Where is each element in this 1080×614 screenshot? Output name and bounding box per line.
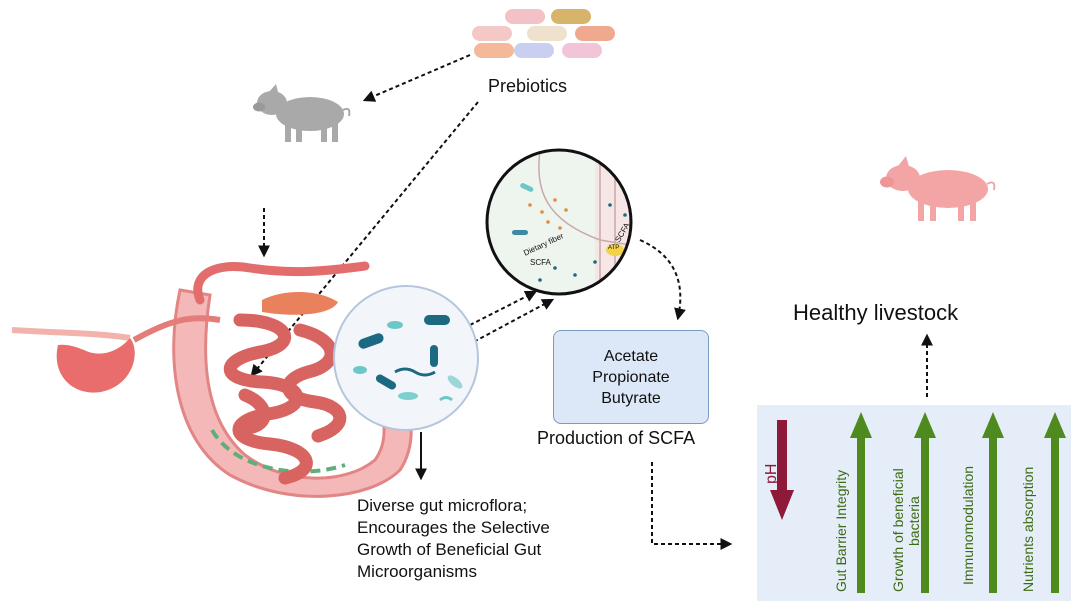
- scfa-acetate: Acetate: [603, 347, 659, 365]
- microflora-line: Microorganisms: [357, 562, 477, 581]
- flow-arrows: [250, 54, 933, 550]
- pig-icon: [880, 156, 996, 221]
- benefit-growth-line2: bacteria: [906, 496, 922, 546]
- bacteria-icon: [333, 285, 479, 431]
- microflora-text: Diverse gut microflora; Encourages the S…: [357, 495, 657, 583]
- benefit-growth-line1: Growth of beneficial: [890, 468, 906, 592]
- zoom-scfa-left-label: SCFA: [530, 258, 551, 267]
- zoom-atp-label: ATP: [608, 245, 620, 251]
- microflora-line: Diverse gut microflora;: [357, 496, 528, 515]
- pill-icon: [472, 9, 615, 58]
- intestine-icon: [11, 261, 413, 498]
- scfa-box: Acetate Propionate Butyrate: [553, 330, 709, 424]
- healthy-livestock-label: Healthy livestock: [793, 300, 959, 325]
- benefit-nutrients-absorption: Nutrients absorption: [1020, 466, 1036, 592]
- scfa-propionate: Propionate: [592, 368, 670, 386]
- prebiotics-label: Prebiotics: [488, 76, 568, 96]
- ph-arrow: [770, 420, 794, 520]
- benefit-arrows: [850, 412, 1066, 593]
- scfa-butyrate: Butyrate: [601, 389, 661, 407]
- benefit-immunomodulation: Immunomodulation: [960, 465, 976, 585]
- zoom-lens-icon: [485, 148, 633, 296]
- benefit-gut-barrier: Gut Barrier Integrity: [833, 469, 849, 592]
- pig-icon: [253, 84, 351, 142]
- production-label: Production of SCFA: [537, 428, 696, 448]
- ph-label: pH: [763, 463, 780, 484]
- microflora-line: Growth of Beneficial Gut: [357, 540, 542, 559]
- microflora-line: Encourages the Selective: [357, 518, 550, 537]
